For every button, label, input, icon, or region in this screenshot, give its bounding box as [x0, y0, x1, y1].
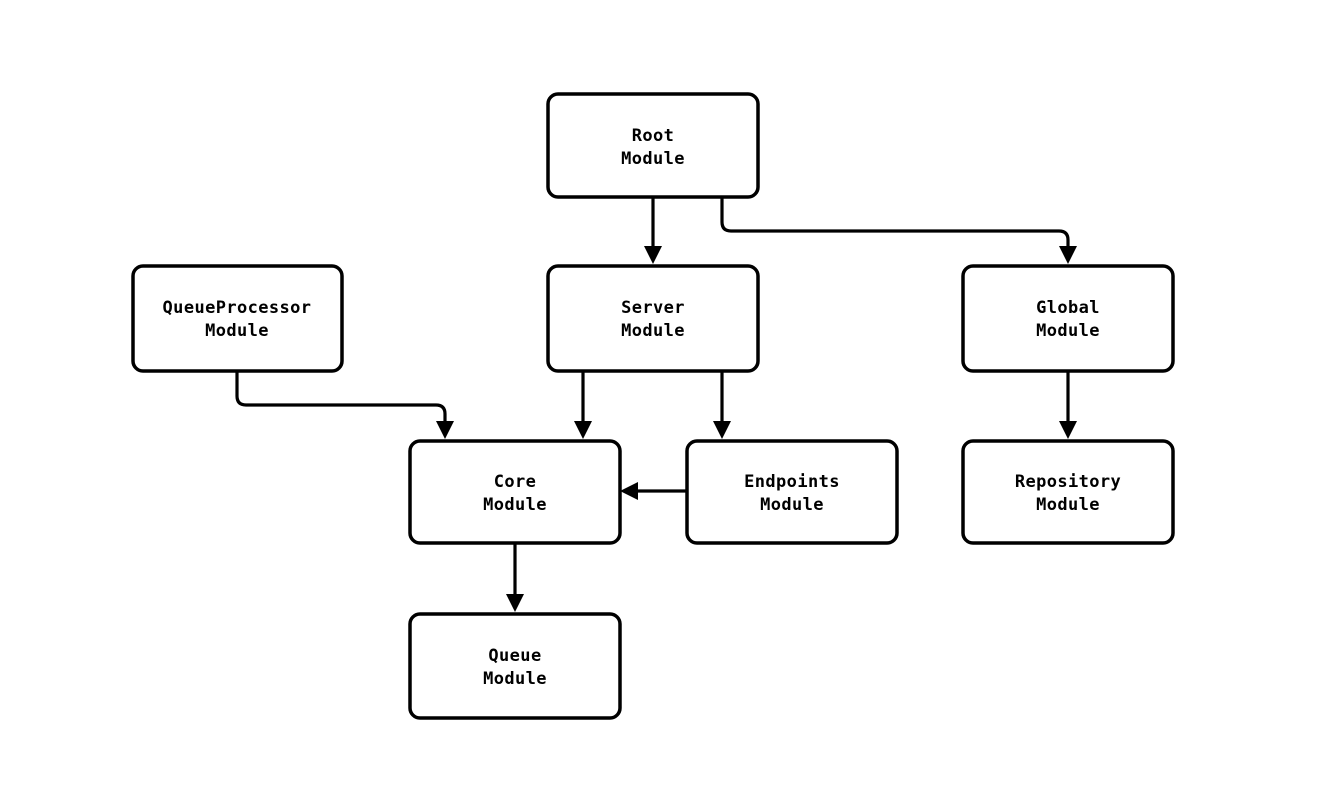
edge-global-to-repository — [1059, 371, 1077, 439]
arrow-head-icon — [506, 594, 524, 612]
node-label-line1: QueueProcessor — [163, 298, 312, 318]
node-global-module[interactable]: Global Module — [961, 264, 1175, 373]
node-label-line2: Module — [205, 321, 269, 341]
node-box[interactable] — [408, 439, 622, 545]
node-endpoints-module[interactable]: Endpoints Module — [685, 439, 899, 545]
node-label-line2: Module — [1036, 495, 1100, 515]
node-box[interactable] — [546, 92, 760, 199]
node-label-line1: Endpoints — [744, 472, 840, 492]
node-label-line1: Server — [621, 298, 685, 318]
node-label-line2: Module — [621, 149, 685, 169]
arrow-head-icon — [574, 421, 592, 439]
edge-server-to-core — [574, 371, 592, 439]
node-queue-module[interactable]: Queue Module — [408, 612, 622, 720]
edge-layer — [235, 197, 1077, 612]
edge-line — [720, 197, 1070, 250]
node-box[interactable] — [131, 264, 344, 373]
node-root-module[interactable]: Root Module — [546, 92, 760, 199]
arrow-head-icon — [436, 421, 454, 439]
edge-root-to-server — [644, 197, 662, 264]
arrow-head-icon — [620, 482, 638, 500]
node-core-module[interactable]: Core Module — [408, 439, 622, 545]
arrow-head-icon — [644, 246, 662, 264]
node-box[interactable] — [408, 612, 622, 720]
arrow-head-icon — [713, 421, 731, 439]
edge-queueprocessor-to-core — [235, 371, 454, 439]
node-server-module[interactable]: Server Module — [546, 264, 760, 373]
node-label-line1: Root — [632, 126, 675, 146]
node-label-line2: Module — [1036, 321, 1100, 341]
node-label-line1: Core — [494, 472, 537, 492]
node-label-line1: Global — [1036, 298, 1100, 318]
edge-line — [235, 371, 447, 425]
edge-core-to-queue — [506, 543, 524, 612]
node-repository-module[interactable]: Repository Module — [961, 439, 1175, 545]
node-label-line2: Module — [483, 669, 547, 689]
node-label-line2: Module — [621, 321, 685, 341]
edge-root-to-global — [720, 197, 1077, 264]
arrow-head-icon — [1059, 246, 1077, 264]
node-queueprocessor-module[interactable]: QueueProcessor Module — [131, 264, 344, 373]
node-box[interactable] — [961, 264, 1175, 373]
edge-server-to-endpoints — [713, 371, 731, 439]
node-label-line1: Queue — [488, 646, 541, 666]
arrow-head-icon — [1059, 421, 1077, 439]
node-label-line2: Module — [483, 495, 547, 515]
node-layer: Root Module QueueProcessor Module Server… — [131, 92, 1175, 720]
node-box[interactable] — [546, 264, 760, 373]
edge-endpoints-to-core — [620, 482, 687, 500]
node-label-line2: Module — [760, 495, 824, 515]
node-box[interactable] — [961, 439, 1175, 545]
node-label-line1: Repository — [1015, 472, 1121, 492]
node-box[interactable] — [685, 439, 899, 545]
